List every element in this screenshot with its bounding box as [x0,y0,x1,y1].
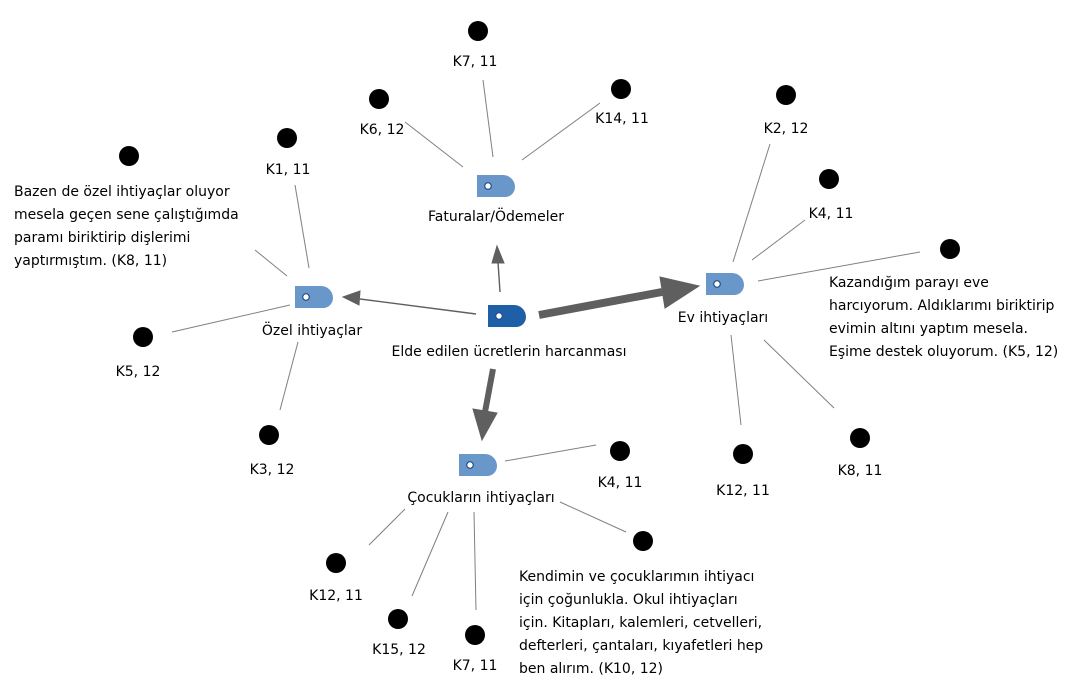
quote-line: için. Kitapları, kalemleri, cetvelleri, [519,615,762,631]
edge-cocuklar-k10quote [559,501,627,533]
ev-label: Ev ihtiyaçları [678,310,768,326]
edge-cocuklar-k7 [473,511,477,611]
quote-line: Bazen de özel ihtiyaçlar oluyor [14,184,230,200]
pin-icon[interactable] [388,595,408,643]
quote-k8: Bazen de özel ihtiyaçlar oluyor mesela g… [14,184,239,269]
quote-line: Eşime destek oluyorum. (K5, 12) [829,344,1058,360]
pin-icon[interactable] [133,313,153,361]
ev-node-icon[interactable] [705,272,745,296]
edge-ozel-k3 [279,341,299,411]
cocuklar-label: Çocukların ihtiyaçları [407,490,554,506]
edge-group [171,79,921,611]
pin-icon[interactable] [633,517,653,565]
code-label-k15: K15, 12 [372,642,426,658]
code-label-k4-right: K4, 11 [809,206,854,222]
arrow-head-cocuklar [472,408,498,442]
pin-icon[interactable] [610,427,630,475]
quote-line: ben alırım. (K10, 12) [519,661,663,677]
arrow-to-ev [538,288,663,319]
code-label-k3: K3, 12 [250,462,295,478]
arrow-group [341,244,701,442]
quote-k5: Kazandığım parayı eve harcıyorum. Aldıkl… [829,275,1058,360]
pin-icon[interactable] [776,71,796,119]
pin-icon[interactable] [326,539,346,587]
edge-ev-k8 [763,339,835,409]
edge-ev-k2 [732,143,771,263]
edge-faturalar-k14 [521,102,601,161]
arrow-head-ozel [341,290,361,306]
quote-line: defterleri, çantaları, kıyafetleri hep [519,638,763,654]
code-label-k6: K6, 12 [360,122,405,138]
edge-ev-k4 [751,219,806,261]
pin-icon[interactable] [819,155,839,203]
arrow-head-faturalar [491,244,505,264]
edge-faturalar-k7 [482,79,494,158]
quote-line: Kazandığım parayı eve [829,275,989,291]
pin-icon[interactable] [468,7,488,55]
code-label-k1: K1, 11 [266,162,311,178]
edge-faturalar-k6 [404,121,464,168]
faturalar-label: Faturalar/Ödemeler [428,207,564,225]
ozel-node-icon[interactable] [294,285,334,309]
code-label-k14: K14, 11 [595,111,649,127]
pin-icon[interactable] [465,611,485,659]
arrow-to-ozel [359,298,477,315]
code-label-k12-right: K12, 11 [716,483,770,499]
code-label-k2: K2, 12 [764,121,809,137]
quote-k10: Kendimin ve çocuklarımın ihtiyacı için ç… [519,569,763,677]
pin-icon[interactable] [119,132,139,180]
edge-ev-k12 [730,334,742,426]
quote-line: mesela geçen sene çalıştığımda [14,207,239,223]
edge-cocuklar-k4 [504,444,597,462]
code-label-k7-bottom: K7, 11 [453,658,498,674]
faturalar-node-icon[interactable] [476,174,516,198]
quote-line: harcıyorum. Aldıklarımı biriktirip [829,298,1055,314]
edge-cocuklar-k12 [368,508,406,546]
edge-cocuklar-k15 [411,511,449,597]
pin-icon[interactable] [940,225,960,273]
arrow-to-cocuklar [482,368,496,413]
code-label-k12-bottom: K12, 11 [309,588,363,604]
edge-ozel-k1 [294,184,310,269]
quote-line: evimin altını yaptım mesela. [829,321,1028,337]
quote-line: Kendimin ve çocuklarımın ihtiyacı [519,569,754,585]
pin-icon[interactable] [611,65,631,113]
code-label-k7-top: K7, 11 [453,54,498,70]
pin-icon[interactable] [733,430,753,478]
code-label-k8-right: K8, 11 [838,463,883,479]
code-label-k5-left: K5, 12 [116,364,161,380]
pin-icon[interactable] [369,75,389,123]
arrow-to-faturalar [497,261,501,293]
pin-icon[interactable] [850,414,870,462]
ozel-label: Özel ihtiyaçlar [262,321,362,339]
pin-icon[interactable] [259,411,279,459]
quote-line: yaptırmıştım. (K8, 11) [14,253,167,269]
pin-icon[interactable] [277,114,297,162]
quote-line: için çoğunlukla. Okul ihtiyaçları [519,592,738,608]
edge-ev-k5quote [757,251,921,282]
cocuklar-node-icon[interactable] [458,453,498,477]
edge-ozel-k8quote [254,249,288,277]
central-label: Elde edilen ücretlerin harcanması [392,344,627,360]
edge-ozel-k5 [171,304,291,333]
code-label-k4-bottom: K4, 11 [598,475,643,491]
central-node-icon[interactable] [487,304,527,328]
quote-line: paramı biriktirip dişlerimi [14,230,190,246]
arrow-head-ev [659,276,701,309]
